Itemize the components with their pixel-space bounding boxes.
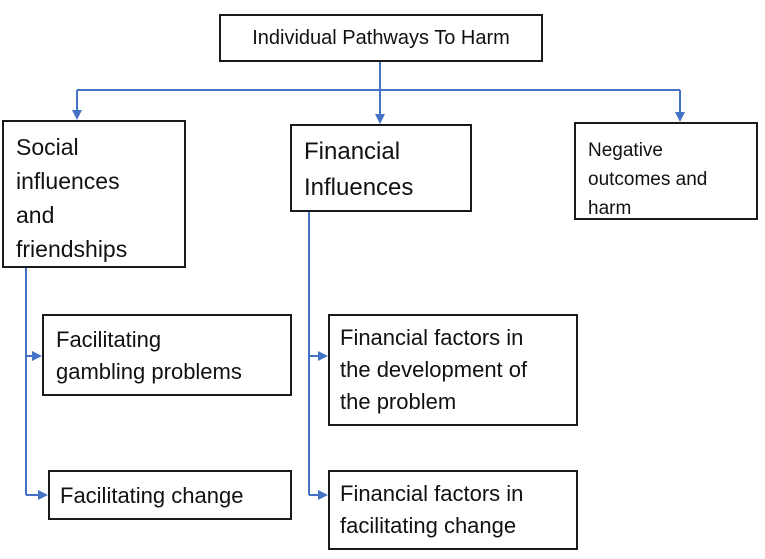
social-influences-label: Social influences and friendships [16,134,128,262]
financial-influences-node: Financial Influences [290,124,472,212]
financial-influences-label: Financial Influences [304,138,414,201]
facilitating-change-node: Facilitating change [48,470,292,520]
negative-outcomes-label: Negative outcomes and harm [588,140,708,219]
facilitating-change-label: Facilitating change [60,483,244,508]
financial-change-node: Financial factors in facilitating change [328,470,578,550]
facilitating-gambling-label: Facilitating gambling problems [56,327,242,384]
root-node-label: Individual Pathways To Harm [252,26,510,49]
financial-change-label: Financial factors in facilitating change [340,481,524,538]
financial-development-label: Financial factors in the development of … [340,325,528,414]
negative-outcomes-node: Negative outcomes and harm [574,122,758,220]
financial-development-node: Financial factors in the development of … [328,314,578,426]
facilitating-gambling-node: Facilitating gambling problems [42,314,292,396]
social-influences-node: Social influences and friendships [2,120,186,268]
root-node: Individual Pathways To Harm [219,14,543,62]
